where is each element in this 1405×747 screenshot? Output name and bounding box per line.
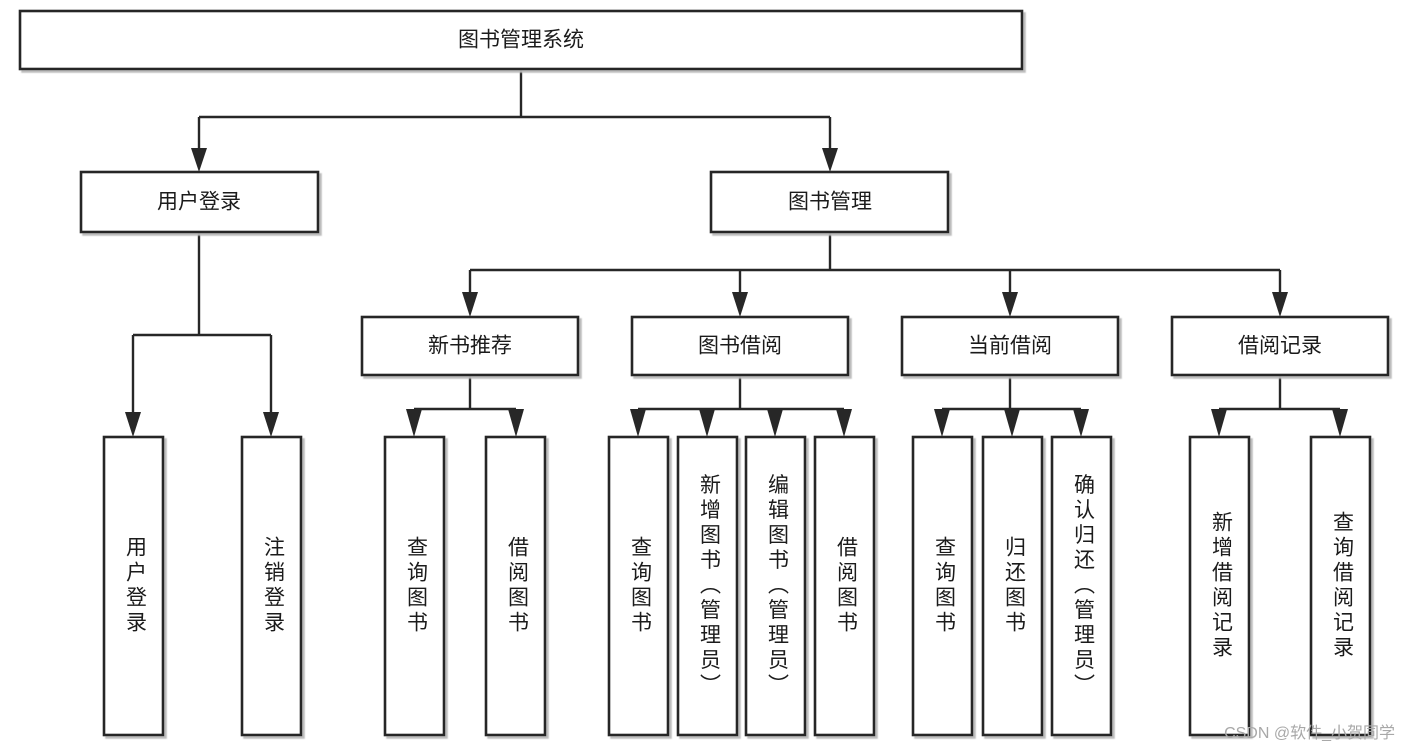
node-user-login-box [79,170,320,234]
leaf-query-borrow-record-label: 查询借阅记录 [1330,511,1354,661]
node-book-management[interactable]: 图书管理 [709,170,950,234]
node-borrow-record-label: 借阅记录 [1238,335,1322,358]
node-new-book-recommend[interactable]: 新书推荐 [360,315,580,377]
arrowhead-leaf-borrow-book-recommend [508,409,524,437]
arrowhead-leaf-edit-book [767,409,783,437]
arrowhead-borrow-record [1272,292,1288,317]
leaf-borrow-book-recommend-label: 借阅图书 [505,536,529,636]
leaf-edit-book-box [744,435,807,737]
leaf-query-book-recommend-label: 查询图书 [404,536,428,636]
leaf-query-book-current-box [911,435,974,737]
node-user-login[interactable]: 用户登录 [79,170,320,234]
node-current-borrow-label: 当前借阅 [968,335,1052,358]
leaf-node[interactable]: 借阅图书 [813,435,876,737]
leaf-node[interactable]: 查询图书 [911,435,974,737]
arrowhead-leaf-query-book-borrow [630,409,646,437]
node-user-login-label: 用户登录 [157,191,241,214]
node-book-borrow-box [630,315,850,377]
leaf-add-borrow-record-box [1188,435,1251,737]
arrowhead-leaf-query-book-current [934,409,950,437]
node-book-borrow-label: 图书借阅 [698,335,782,358]
node-new-book-recommend-label: 新书推荐 [428,335,512,358]
leaf-node[interactable]: 归还图书 [981,435,1044,737]
arrowhead-leaf-confirm-return [1073,409,1089,437]
arrowhead-book-management [822,148,838,172]
leaf-node[interactable]: 借阅图书 [484,435,547,737]
leaf-node[interactable]: 新增借阅记录 [1188,435,1251,737]
arrowhead-current-borrow [1002,292,1018,317]
arrowhead-leaf-return-book [1004,409,1020,437]
arrowhead-leaf-borrow-book [836,409,852,437]
arrowhead-leaf-user-logout [263,412,279,437]
arrowhead-leaf-add-book [699,409,715,437]
node-current-borrow[interactable]: 当前借阅 [900,315,1120,377]
arrowhead-new-book-recommend [462,292,478,317]
leaf-user-login-box [102,435,165,737]
leaf-add-book-label: 新增图书（管理员） [697,474,721,699]
node-new-book-recommend-box [360,315,580,377]
node-book-management-label: 图书管理 [788,191,872,214]
leaf-node[interactable]: 查询图书 [383,435,446,737]
arrowhead-leaf-user-login [125,412,141,437]
leaf-query-borrow-record-box [1309,435,1372,737]
csdn-watermark: CSDN @软件_小贺同学 [1224,725,1395,742]
leaf-add-borrow-record-label: 新增借阅记录 [1209,511,1233,661]
leaf-borrow-book-box [813,435,876,737]
connector-layer [125,69,1348,437]
leaf-add-book-box [676,435,739,737]
leaf-node[interactable]: 确认归还（管理员） [1050,435,1113,737]
node-book-management-box [709,170,950,234]
leaf-node[interactable]: 查询借阅记录 [1309,435,1372,737]
node-root[interactable]: 图书管理系统 [18,9,1024,71]
leaf-node[interactable]: 注销登录 [240,435,303,737]
leaf-confirm-return-box [1050,435,1113,737]
node-root-label: 图书管理系统 [458,29,584,52]
node-borrow-record-box [1170,315,1390,377]
leaf-query-book-borrow-label: 查询图书 [628,536,652,636]
leaf-edit-book-label: 编辑图书（管理员） [765,474,789,699]
arrowhead-leaf-query-borrow-record [1332,409,1348,437]
leaf-query-book-borrow-box [607,435,670,737]
leaf-borrow-book-label: 借阅图书 [834,536,858,636]
leaf-user-logout-box [240,435,303,737]
node-root-box [18,9,1024,71]
leaf-user-login-label: 用户登录 [123,536,147,636]
node-borrow-record[interactable]: 借阅记录 [1170,315,1390,377]
arrowhead-book-borrow [732,292,748,317]
leaf-return-book-label: 归还图书 [1002,536,1026,636]
leaf-user-logout-label: 注销登录 [261,536,285,636]
leaf-node[interactable]: 编辑图书（管理员） [744,435,807,737]
leaf-query-book-recommend-box [383,435,446,737]
leaf-borrow-book-recommend-box [484,435,547,737]
node-current-borrow-box [900,315,1120,377]
arrowhead-leaf-query-book-recommend [406,409,422,437]
arrowhead-user-login [191,148,207,172]
leaf-confirm-return-label: 确认归还（管理员） [1071,474,1095,699]
arrowhead-leaf-add-borrow-record [1211,409,1227,437]
leaf-return-book-box [981,435,1044,737]
leaf-node[interactable]: 查询图书 [607,435,670,737]
node-book-borrow[interactable]: 图书借阅 [630,315,850,377]
leaf-node[interactable]: 用户登录 [102,435,165,737]
leaf-query-book-current-label: 查询图书 [932,536,956,636]
leaf-node[interactable]: 新增图书（管理员） [676,435,739,737]
